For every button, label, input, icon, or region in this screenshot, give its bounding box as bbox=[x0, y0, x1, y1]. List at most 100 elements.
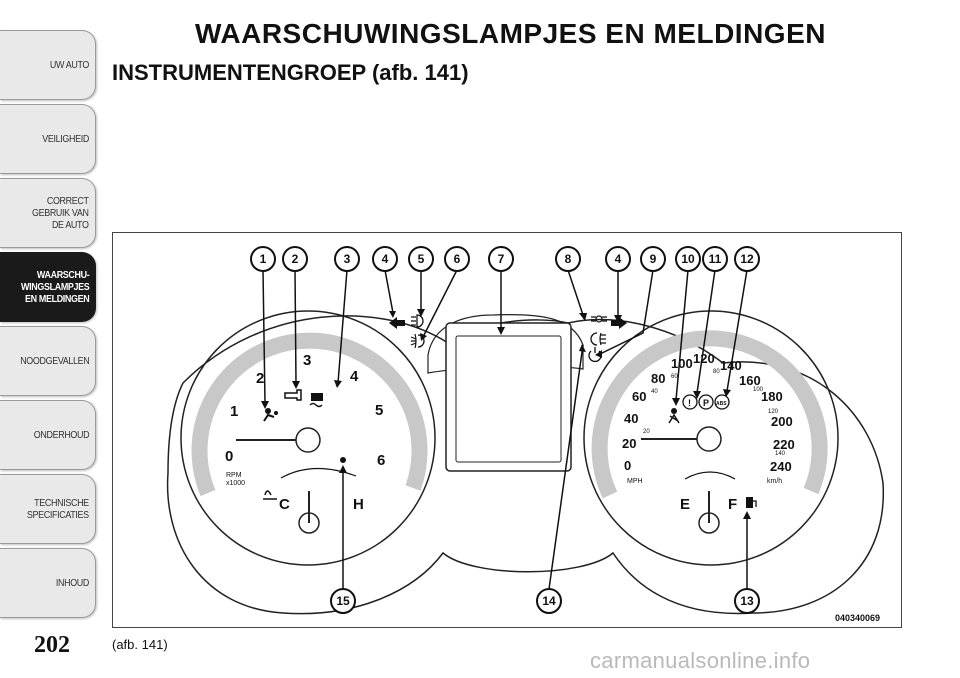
tach-number: 2 bbox=[256, 370, 264, 387]
kmh-number: 100 bbox=[753, 387, 764, 393]
rear-fog-light-icon bbox=[590, 332, 606, 346]
mph-number: 0 bbox=[624, 458, 631, 473]
mph-number: 200 bbox=[771, 414, 793, 429]
cluster-outline bbox=[166, 315, 884, 615]
brake-warning-icon: ! bbox=[682, 394, 698, 410]
abs-symbol: ABS bbox=[716, 401, 727, 407]
parking-brake-icon: P bbox=[698, 394, 714, 410]
kmh-number: 40 bbox=[651, 389, 658, 395]
chapter-tab[interactable]: UW AUTO bbox=[0, 30, 96, 100]
kmh-number: 120 bbox=[768, 409, 779, 415]
kmh-number: 80 bbox=[713, 369, 720, 375]
center-display bbox=[427, 314, 584, 472]
chapter-tab-label: ONDERHOUD bbox=[33, 429, 90, 441]
tach-number: 5 bbox=[375, 402, 383, 419]
tach-number: 0 bbox=[225, 448, 233, 465]
figure-code: 040340069 bbox=[835, 613, 880, 623]
chapter-tab[interactable]: ONDERHOUD bbox=[0, 400, 96, 470]
mph-number: 120 bbox=[693, 351, 715, 366]
mph-number: 160 bbox=[739, 373, 761, 388]
watermark: carmanualsonline.info bbox=[590, 648, 811, 673]
mph-number: 220 bbox=[773, 437, 795, 452]
callout-number: 13 bbox=[740, 594, 754, 608]
callout-number: 14 bbox=[542, 594, 556, 608]
chapter-tab[interactable]: NOODGEVALLEN bbox=[0, 326, 96, 396]
callout-leader-lines bbox=[262, 269, 748, 590]
callout-number: 1 bbox=[260, 252, 267, 266]
figure-caption: (afb. 141) bbox=[112, 637, 168, 652]
speedometer-gauge: 0 20 40 60 80 100 120 140 160 180 200 22… bbox=[583, 310, 839, 566]
mph-number: 20 bbox=[622, 436, 636, 451]
fuel-full-label: F bbox=[728, 496, 737, 513]
callout-number: 9 bbox=[650, 252, 657, 266]
tach-number: 1 bbox=[230, 403, 238, 420]
callout-number: 4 bbox=[382, 252, 389, 266]
callout-number: 7 bbox=[498, 252, 505, 266]
callout-number: 10 bbox=[681, 252, 695, 266]
page-number: 202 bbox=[34, 632, 70, 658]
chapter-tab-label: CORRECT GEBRUIK VAN DE AUTO bbox=[32, 195, 89, 231]
chapter-tab-label: VEILIGHEID bbox=[42, 133, 89, 145]
callout-number: 15 bbox=[336, 594, 350, 608]
mph-number: 180 bbox=[761, 389, 783, 404]
kmh-number: 20 bbox=[643, 429, 650, 435]
position-lights-icon bbox=[591, 315, 607, 323]
engine-check-icon bbox=[284, 389, 302, 401]
kmh-number: 140 bbox=[775, 451, 786, 457]
chapter-tab[interactable]: TECHNISCHE SPECIFICATIES bbox=[0, 474, 96, 544]
fuel-pump-icon bbox=[746, 497, 757, 508]
section-subtitle: INSTRUMENTENGROEP (afb. 141) bbox=[112, 60, 469, 85]
mph-number: 80 bbox=[651, 371, 665, 386]
callout-numbers: 1 2 3 4 5 6 7 8 4 9 10 11 12 15 14 13 bbox=[260, 252, 754, 608]
callout-number: 12 bbox=[740, 252, 754, 266]
instrument-cluster-figure: 0 1 2 3 4 5 6 RPM x1000 C H bbox=[112, 232, 902, 628]
instrument-cluster-drawing: 0 1 2 3 4 5 6 RPM x1000 C H bbox=[166, 246, 884, 623]
traction-control-icon bbox=[309, 393, 323, 408]
mph-number: 240 bbox=[770, 459, 792, 474]
mph-number: 60 bbox=[632, 389, 646, 404]
abs-icon: ABS bbox=[714, 394, 730, 410]
mph-number: 100 bbox=[671, 356, 693, 371]
right-turn-signal-icon bbox=[611, 317, 627, 329]
high-beam-icon bbox=[411, 314, 424, 328]
callout-number: 2 bbox=[292, 252, 299, 266]
chapter-tab[interactable]: CORRECT GEBRUIK VAN DE AUTO bbox=[0, 178, 96, 248]
chapter-tab-label: UW AUTO bbox=[49, 59, 89, 71]
left-turn-signal-icon bbox=[389, 317, 405, 329]
tachometer-gauge: 0 1 2 3 4 5 6 RPM x1000 C H bbox=[180, 310, 436, 566]
chapter-tab-label: WAARSCHU- WINGSLAMPJES EN MELDINGEN bbox=[20, 269, 90, 305]
fuel-empty-label: E bbox=[680, 496, 690, 513]
rpm-label: RPM bbox=[226, 472, 242, 479]
kmh-label: km/h bbox=[767, 478, 782, 485]
mph-number: 40 bbox=[624, 411, 638, 426]
rpm-multiplier-label: x1000 bbox=[226, 480, 245, 487]
tach-number: 4 bbox=[350, 368, 359, 385]
airbag-icon bbox=[263, 408, 278, 422]
callout-number: 11 bbox=[709, 252, 722, 266]
temp-hot-label: H bbox=[353, 496, 364, 513]
callout-circles bbox=[250, 246, 760, 614]
callout-number: 8 bbox=[565, 252, 572, 266]
tach-number: 3 bbox=[303, 352, 311, 369]
chapter-tab-label: TECHNISCHE SPECIFICATIES bbox=[27, 497, 89, 521]
callout-number: 3 bbox=[344, 252, 351, 266]
chapter-tab[interactable]: VEILIGHEID bbox=[0, 104, 96, 174]
coolant-temp-icon bbox=[263, 490, 277, 500]
indicator-dot bbox=[340, 457, 346, 463]
page-title: WAARSCHUWINGSLAMPJES EN MELDINGEN bbox=[195, 18, 826, 49]
temp-cold-label: C bbox=[279, 496, 290, 513]
chapter-tab-label: INHOUD bbox=[55, 577, 90, 589]
brake-symbol: ! bbox=[688, 398, 691, 408]
seatbelt-icon bbox=[668, 408, 680, 424]
chapter-tab[interactable]: WAARSCHU- WINGSLAMPJES EN MELDINGEN bbox=[0, 252, 96, 322]
park-symbol: P bbox=[703, 398, 709, 408]
callout-number: 6 bbox=[454, 252, 461, 266]
kmh-number: 60 bbox=[671, 374, 678, 380]
tach-number: 6 bbox=[377, 452, 385, 469]
chapter-tab-label: NOODGEVALLEN bbox=[19, 355, 90, 367]
chapter-tab[interactable]: INHOUD bbox=[0, 548, 96, 618]
callout-arrowheads bbox=[261, 309, 751, 519]
callout-number: 4 bbox=[615, 252, 622, 266]
callout-number: 5 bbox=[418, 252, 425, 266]
front-fog-light-icon bbox=[410, 333, 425, 349]
